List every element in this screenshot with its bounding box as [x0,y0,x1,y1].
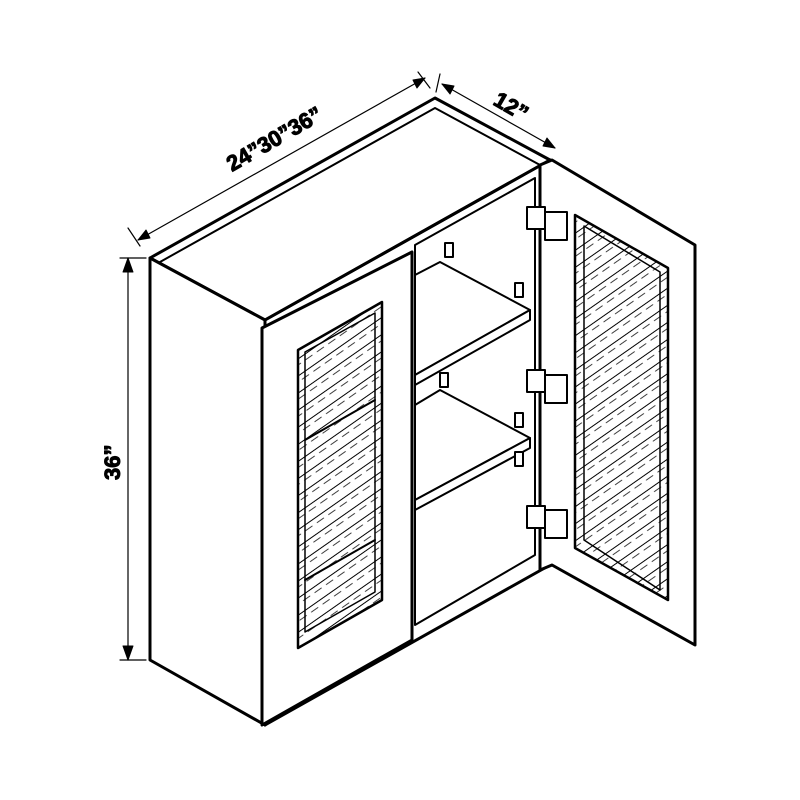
height-dimension [119,257,147,661]
shelf-pin-icon [439,242,524,467]
width-dimension [127,71,431,247]
left-door[interactable] [260,250,414,727]
height-label: 36” [100,445,125,480]
width-label: 24”30”36” [222,101,327,176]
hinge-icon [526,206,568,539]
right-door[interactable] [538,158,697,647]
depth-dimension [435,73,556,149]
depth-label: 12” [490,87,533,126]
